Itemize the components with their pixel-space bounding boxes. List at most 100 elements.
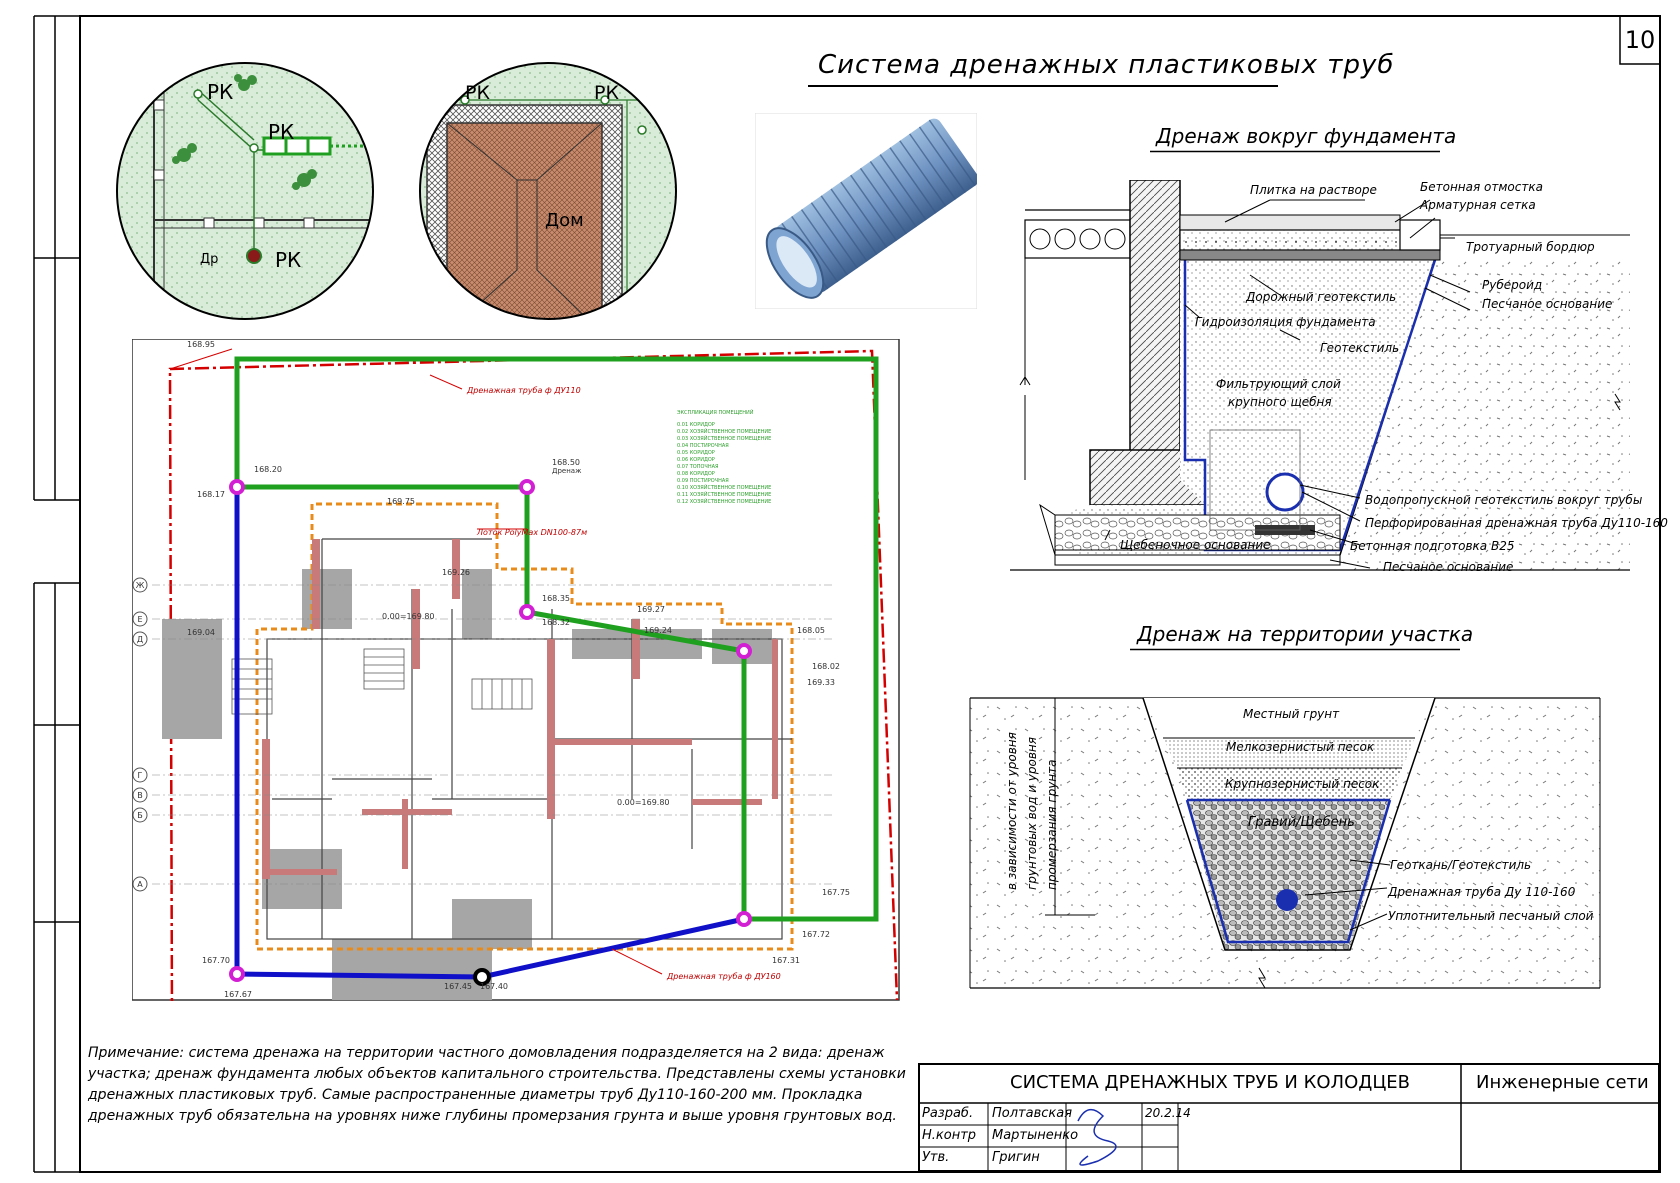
callout-geofabric: Геоткань/Геотекстиль — [1390, 858, 1532, 872]
fill-label-2: крупного щебня — [1228, 395, 1332, 409]
tb-role: Утв. — [922, 1150, 950, 1165]
pipe-photo — [755, 113, 977, 309]
note-text: Примечание: система дренажа на территори… — [88, 1045, 906, 1124]
elevation-label: 169.33 — [807, 678, 835, 687]
elevation-label: 169.75 — [387, 497, 415, 506]
zero-mark: 0.00=169.80 — [382, 612, 435, 621]
callout-concrete-apron: Бетонная отмостка — [1420, 180, 1543, 194]
legend-item: 0.09 ПОСТИРОЧНАЯ — [677, 478, 729, 484]
elevation-label: 168.20 — [254, 465, 282, 474]
legend-item: 0.08 КОРИДОР — [677, 471, 715, 477]
tb-role: Разраб. — [922, 1106, 974, 1121]
elevation-label: 168.32 — [542, 618, 570, 627]
tb-date: 20.2.14 — [1145, 1106, 1191, 1120]
title-block-section: Инженерные сети — [1476, 1072, 1649, 1093]
dr-label: Др — [200, 252, 219, 267]
site-title-underline — [1130, 648, 1460, 651]
depth-note-1: в зависимости от уровня — [1005, 732, 1019, 890]
elevation-label: 167.40 — [480, 982, 508, 991]
tb-name: Полтавская — [992, 1106, 1073, 1121]
axis-label: Г — [138, 771, 143, 780]
callout-rebar-mesh: Арматурная сетка — [1420, 198, 1536, 212]
callout-sand-layer: Уплотнительный песчаный слой — [1388, 909, 1594, 923]
callout-geotextile: Геотекстиль — [1320, 341, 1400, 355]
depth-note-2: грунтовых вод и уровня — [1025, 737, 1039, 890]
layer-local-soil: Местный грунт — [1243, 707, 1340, 721]
callout-road-geotextile: Дорожный геотекстиль — [1246, 290, 1397, 304]
axis-label: А — [137, 880, 143, 889]
layer-coarse-sand: Крупнозернистый песок — [1225, 777, 1380, 791]
rk-label: РК — [465, 82, 490, 104]
elevation-label: 167.45 — [444, 982, 472, 991]
rk-label: РК — [268, 120, 295, 144]
callout-sand-base-bottom: Песчаное основание — [1383, 560, 1514, 574]
callout-drain-pipe: Дренажная труба Ду 110-160 — [1388, 885, 1576, 899]
legend-item: 0.11 ХОЗЯЙСТВЕННОЕ ПОМЕЩЕНИЕ — [677, 491, 771, 498]
axis-label: Б — [137, 811, 143, 820]
legend-item: 0.07 ТОПОЧНАЯ — [677, 464, 719, 470]
callout-perforated-pipe: Перфорированная дренажная труба Ду110-16… — [1365, 516, 1668, 530]
elevation-label: 169.24 — [644, 626, 672, 635]
house-label: Дом — [545, 210, 584, 231]
circle-detail-left — [116, 62, 374, 320]
elevation-label: 167.67 — [224, 990, 252, 999]
axis-label: Ж — [136, 581, 145, 590]
elevation-label: 167.75 — [822, 888, 850, 897]
callout-sand-base-top: Песчаное основание — [1482, 297, 1613, 311]
callout-foundation-waterproofing: Гидроизоляция фундамента — [1195, 315, 1376, 329]
depth-note-3: промерзания грунта — [1045, 759, 1059, 890]
legend-item: 0.10 ХОЗЯЙСТВЕННОЕ ПОМЕЩЕНИЕ — [677, 484, 771, 491]
layer-gravel: Гравий/Щебень — [1248, 815, 1355, 830]
tb-name: Григин — [992, 1150, 1040, 1165]
legend-item: 0.05 КОРИДОР — [677, 450, 715, 456]
elevation-label: 168.95 — [187, 340, 215, 349]
elevation-label: 167.31 — [772, 956, 800, 965]
pipe-110-label: Дренажная труба ф ДУ110 — [466, 386, 581, 395]
callout-gravel-base: Щебеночное основание — [1120, 538, 1271, 552]
main-title-underline — [808, 85, 1278, 87]
zero-mark: 0.00=169.80 — [617, 798, 670, 807]
callout-curb: Тротуарный бордюр — [1466, 240, 1595, 254]
title-block-title: СИСТЕМА ДРЕНАЖНЫХ ТРУБ И КОЛОДЦЕВ — [1010, 1072, 1411, 1093]
foundation-section — [1010, 180, 1630, 571]
site-plan: Ж Е Д Г В Б А ЭКСПЛИКАЦИЯ ПОМЕЩЕНИЙ 0.01… — [132, 339, 900, 1001]
tb-name: Мартыненко — [992, 1128, 1079, 1143]
elevation-label: 168.02 — [812, 662, 840, 671]
elevation-label: 167.72 — [802, 930, 830, 939]
legend-item: 0.03 ХОЗЯЙСТВЕННОЕ ПОМЕЩЕНИЕ — [677, 435, 771, 442]
elevation-label: 168.35 — [542, 594, 570, 603]
circle-detail-right — [419, 62, 677, 320]
tb-role: Н.контр — [922, 1128, 977, 1143]
callout-pipe-geotextile: Водопропускной геотекстиль вокруг трубы — [1365, 493, 1643, 507]
elevation-label: 168.05 — [797, 626, 825, 635]
site-section — [969, 697, 1601, 989]
drain-label: Дренаж — [552, 467, 582, 475]
sheet-number: 10 — [1624, 26, 1656, 54]
callout-concrete-prep: Бетонная подготовка В25 — [1350, 539, 1515, 553]
layer-fine-sand: Мелкозернистый песок — [1226, 740, 1375, 754]
axis-label: Д — [137, 635, 143, 644]
fill-label-1: Фильтрующий слой — [1216, 377, 1341, 391]
legend-title: ЭКСПЛИКАЦИЯ ПОМЕЩЕНИЙ — [677, 409, 754, 416]
legend-item: 0.06 КОРИДОР — [677, 457, 715, 463]
pipe-160-label: Дренажная труба ф ДУ160 — [666, 972, 781, 981]
elevation-label: 169.04 — [187, 628, 215, 637]
elevation-label: 167.70 — [202, 956, 230, 965]
legend-item: 0.12 ХОЗЯЙСТВЕННОЕ ПОМЕЩЕНИЕ — [677, 498, 771, 505]
elevation-label: 168.17 — [197, 490, 225, 499]
rk-label: РК — [594, 82, 619, 104]
axis-label: В — [137, 791, 143, 800]
legend-item: 0.04 ПОСТИРОЧНАЯ — [677, 443, 729, 449]
callout-roofing-felt: Рубероид — [1482, 278, 1543, 292]
elevation-label: 169.27 — [637, 605, 665, 614]
title-block — [918, 1063, 1660, 1172]
callout-tile: Плитка на растворе — [1250, 183, 1377, 197]
gutter-label: Лоток PolyMax DN100-87м — [476, 528, 587, 537]
legend-item: 0.01 КОРИДОР — [677, 422, 715, 428]
foundation-title-underline — [1150, 150, 1440, 153]
rk-label: РК — [207, 80, 234, 104]
foundation-title: Дренаж вокруг фундамента — [1156, 124, 1457, 148]
site-title: Дренаж на территории участка — [1137, 622, 1474, 646]
main-title: Система дренажных пластиковых труб — [818, 50, 1395, 80]
